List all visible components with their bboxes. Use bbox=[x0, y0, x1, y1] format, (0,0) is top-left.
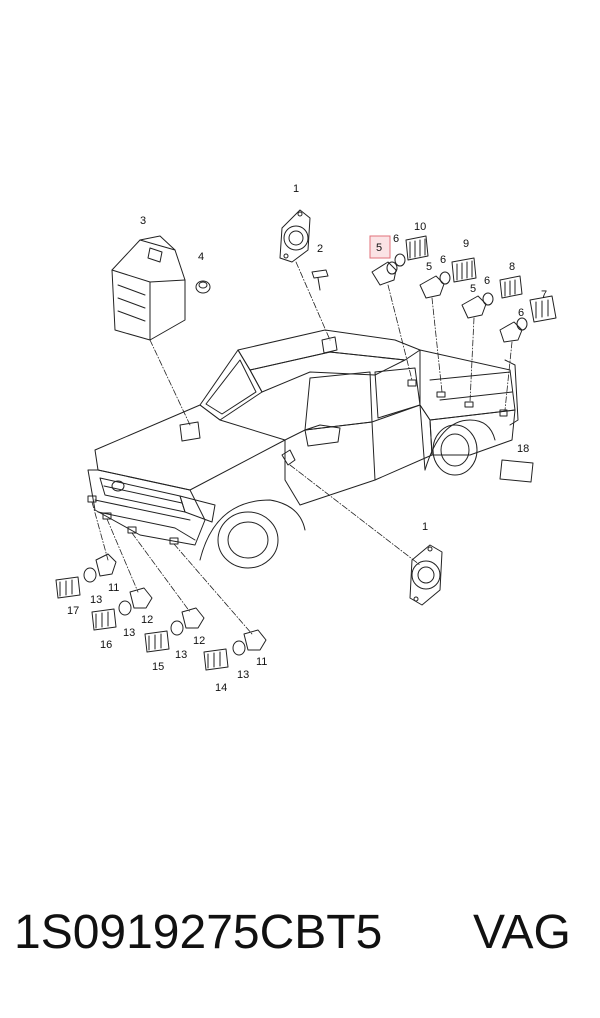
callout-14: 14 bbox=[215, 682, 227, 694]
callout-13c: 13 bbox=[175, 649, 187, 661]
callout-12b: 12 bbox=[193, 635, 205, 647]
callout-11a: 11 bbox=[108, 582, 119, 594]
leader-lines bbox=[91, 261, 513, 635]
callout-16: 16 bbox=[100, 639, 112, 651]
callout-17: 17 bbox=[67, 605, 79, 617]
callout-10: 10 bbox=[414, 221, 426, 233]
label-sticker bbox=[499, 459, 534, 483]
callout-13d: 13 bbox=[237, 669, 249, 681]
brand-label: VAG bbox=[473, 906, 571, 959]
callout-6b: 6 bbox=[440, 254, 446, 266]
pickup-truck bbox=[87, 329, 519, 569]
highlight-box bbox=[369, 235, 391, 259]
callout-5c: 5 bbox=[470, 283, 476, 295]
nut-part bbox=[195, 280, 211, 294]
bolt-part bbox=[311, 269, 329, 291]
callout-1-bottom: 1 bbox=[422, 521, 428, 533]
callout-6c: 6 bbox=[484, 275, 490, 287]
callout-13a: 13 bbox=[90, 594, 102, 606]
callout-5b: 5 bbox=[426, 261, 432, 273]
callout-13b: 13 bbox=[123, 627, 135, 639]
callout-4: 4 bbox=[198, 251, 204, 263]
front-sensor-group bbox=[55, 553, 267, 671]
callout-3: 3 bbox=[140, 215, 146, 227]
callout-6a: 6 bbox=[393, 233, 399, 245]
callout-15: 15 bbox=[152, 661, 164, 673]
callout-6d: 6 bbox=[518, 307, 524, 319]
callout-8: 8 bbox=[509, 261, 515, 273]
speaker-bracket-top bbox=[279, 209, 311, 263]
callout-12a: 12 bbox=[141, 614, 153, 626]
control-unit bbox=[111, 235, 186, 341]
callout-7: 7 bbox=[541, 289, 547, 301]
callout-11b: 11 bbox=[256, 656, 267, 668]
callout-2: 2 bbox=[317, 243, 323, 255]
callout-9: 9 bbox=[463, 238, 469, 250]
callout-18: 18 bbox=[517, 443, 529, 455]
part-number: 1S0919275CBT5 bbox=[14, 906, 383, 959]
callout-labels: 1 2 3 4 5 6 10 5 6 9 6 8 5 6 7 1 18 11 1… bbox=[67, 183, 547, 694]
rear-sensor-group bbox=[371, 235, 557, 343]
speaker-bracket-bottom bbox=[409, 544, 443, 606]
footer: 1S0919275CBT5 VAG bbox=[0, 905, 600, 975]
callout-5-highlighted: 5 bbox=[376, 242, 382, 254]
callout-1-top: 1 bbox=[293, 183, 299, 195]
